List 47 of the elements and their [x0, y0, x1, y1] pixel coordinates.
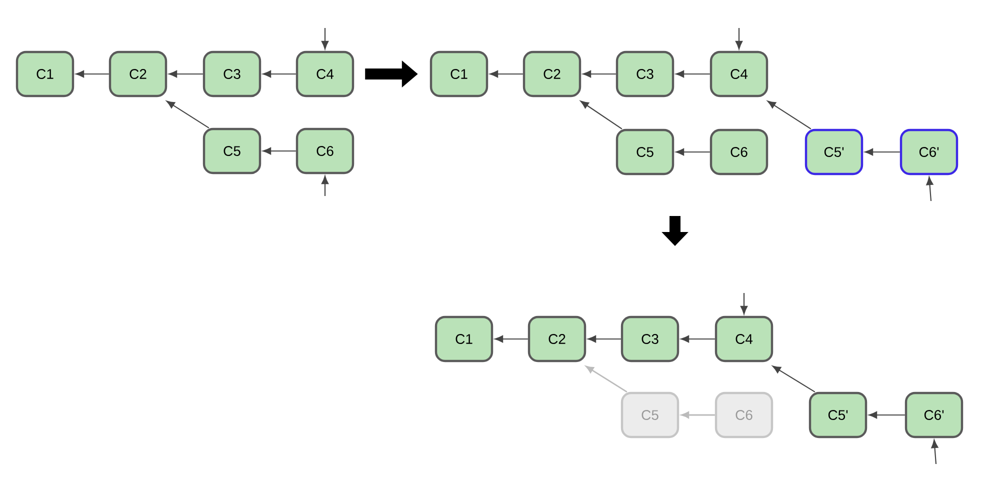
pointer-arrow	[735, 28, 743, 50]
arrow	[168, 70, 203, 78]
commit-box: C2	[528, 316, 586, 362]
arrow	[166, 100, 210, 128]
arrow	[494, 335, 528, 343]
arrow	[676, 148, 710, 156]
arrow	[262, 147, 296, 155]
pointer-arrow	[926, 176, 934, 202]
commit-box: C5	[620, 392, 680, 438]
commit-box: C5	[202, 128, 262, 174]
commit-box: C3	[616, 50, 674, 98]
commit-box: C4	[296, 50, 354, 98]
commit-box: C1	[430, 50, 488, 98]
commit-box: C3	[620, 316, 680, 362]
commit-box: C2	[522, 50, 582, 98]
commit-box: C6'	[904, 392, 964, 438]
commit-box: C6	[710, 128, 768, 176]
commit-box: C6'	[900, 128, 958, 176]
arrow	[580, 100, 622, 130]
commit-box: C5'	[808, 392, 868, 438]
commit-box: C1	[16, 50, 74, 98]
arrow	[586, 366, 628, 392]
commit-box: C5'	[804, 128, 864, 176]
commit-box: C4	[710, 50, 768, 98]
arrow	[588, 335, 621, 343]
pointer-arrow	[321, 176, 329, 196]
arrow	[262, 70, 296, 78]
commit-box: C1	[434, 316, 494, 362]
commit-box: C2	[108, 50, 168, 98]
arrow	[680, 335, 715, 343]
pointer-arrow	[931, 440, 938, 464]
commit-box: C4	[714, 316, 774, 362]
pointer-arrow	[740, 293, 748, 314]
arrow	[864, 148, 900, 156]
arrow	[490, 70, 523, 78]
commit-box: C6	[714, 392, 774, 438]
commit-box: C5	[616, 128, 674, 176]
arrow	[76, 70, 109, 78]
pointer-arrow	[321, 28, 329, 50]
commit-box: C6	[296, 128, 354, 174]
arrow	[676, 70, 710, 78]
arrow	[582, 70, 616, 78]
arrow	[767, 100, 812, 130]
arrow	[772, 366, 816, 392]
commit-box: C3	[202, 50, 262, 98]
arrow	[868, 411, 905, 419]
arrow	[681, 412, 715, 418]
